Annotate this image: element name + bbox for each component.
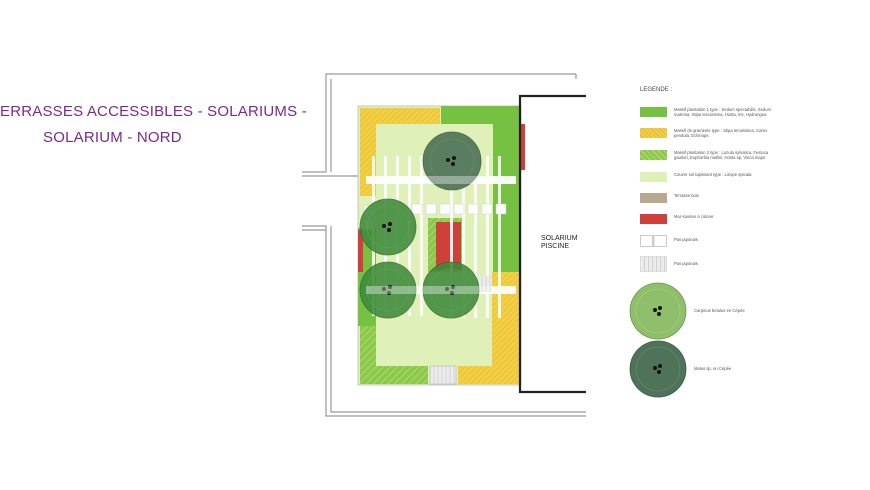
solarium-label-line-1: SOLARIUM — [541, 235, 578, 242]
legend-text: Massif de graminée type : Stipa tenuissi… — [674, 128, 768, 139]
tree-carpinus-left — [359, 198, 417, 256]
retaining-wall-left — [358, 230, 363, 272]
solarium-label: SOLARIUM PISCINE — [541, 235, 578, 251]
legend-text: Massif plantation 1 type : Sedum spectab… — [674, 107, 772, 118]
legend-swatch — [640, 107, 667, 117]
legend-swatch — [640, 235, 667, 247]
legend-text: Terrasse bois — [674, 193, 699, 198]
legend-tree-malus-text: Malus sp. en Cépée — [694, 366, 732, 371]
planting-mass-bottom-left — [360, 326, 428, 384]
retaining-wall-right — [520, 124, 525, 170]
legend-swatch — [640, 172, 667, 182]
grass-band-top — [360, 108, 440, 124]
legend-text: Massif plantation 2 type : Luzula sylvat… — [674, 150, 769, 161]
legend-swatch — [640, 256, 667, 272]
legend-title: LEGENDE : — [640, 87, 673, 93]
legend-tree-carpinus-text: Carpinus betulus en Cépée — [694, 308, 745, 313]
solarium-wall — [518, 94, 586, 394]
legend-text: Mur-soutien à colorer — [674, 214, 714, 219]
legend-swatch — [640, 214, 667, 224]
tree-carpinus-bottom-center — [422, 261, 480, 319]
legend-text: Couvre sol tapissant type : Liriope spic… — [674, 172, 752, 177]
legend-text: Pas japonais — [674, 237, 698, 242]
grass-band-bottom — [458, 366, 520, 384]
side-steps — [478, 276, 492, 292]
title-line-2: SOLARIUM - NORD — [43, 129, 182, 146]
legend-tree-carpinus — [629, 282, 687, 340]
legend-swatch — [640, 150, 667, 160]
legend-swatch — [640, 193, 667, 203]
legend-swatch — [640, 128, 667, 138]
legend-text: Pas japonais — [674, 261, 698, 266]
solarium-label-line-2: PISCINE — [541, 243, 570, 250]
tree-carpinus-bottom-left — [359, 261, 417, 319]
tree-malus-top — [422, 131, 482, 191]
building-outline — [302, 73, 586, 417]
entry-steps — [429, 365, 457, 385]
legend-tree-malus — [629, 340, 687, 398]
title-line-1: ERRASSES ACCESSIBLES - SOLARIUMS - — [0, 103, 307, 120]
